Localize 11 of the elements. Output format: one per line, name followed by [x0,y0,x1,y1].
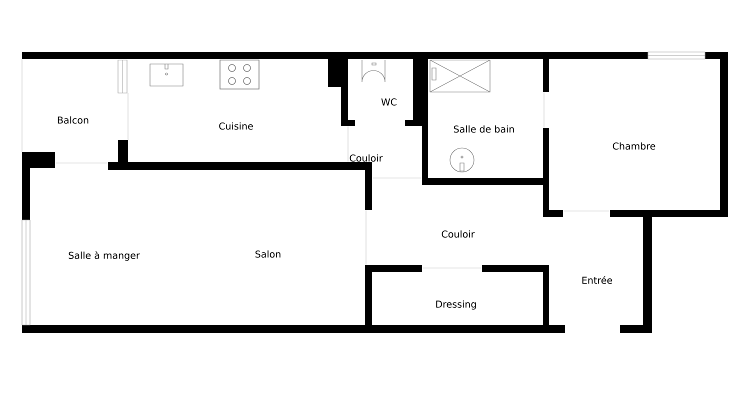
room-label: Couloir [442,230,475,238]
room-label: Entrée [582,276,612,284]
room-label: Salon [255,250,280,258]
room-label: Salle à manger [68,251,140,261]
room-label: WC [381,98,396,106]
room-label: Dressing [436,300,476,310]
room-label: Chambre [612,142,656,150]
room-label: Cuisine [219,122,253,130]
room-label: Couloir [350,154,383,162]
room-label: Balcon [58,116,88,124]
room-label: Salle de bain [454,125,514,133]
